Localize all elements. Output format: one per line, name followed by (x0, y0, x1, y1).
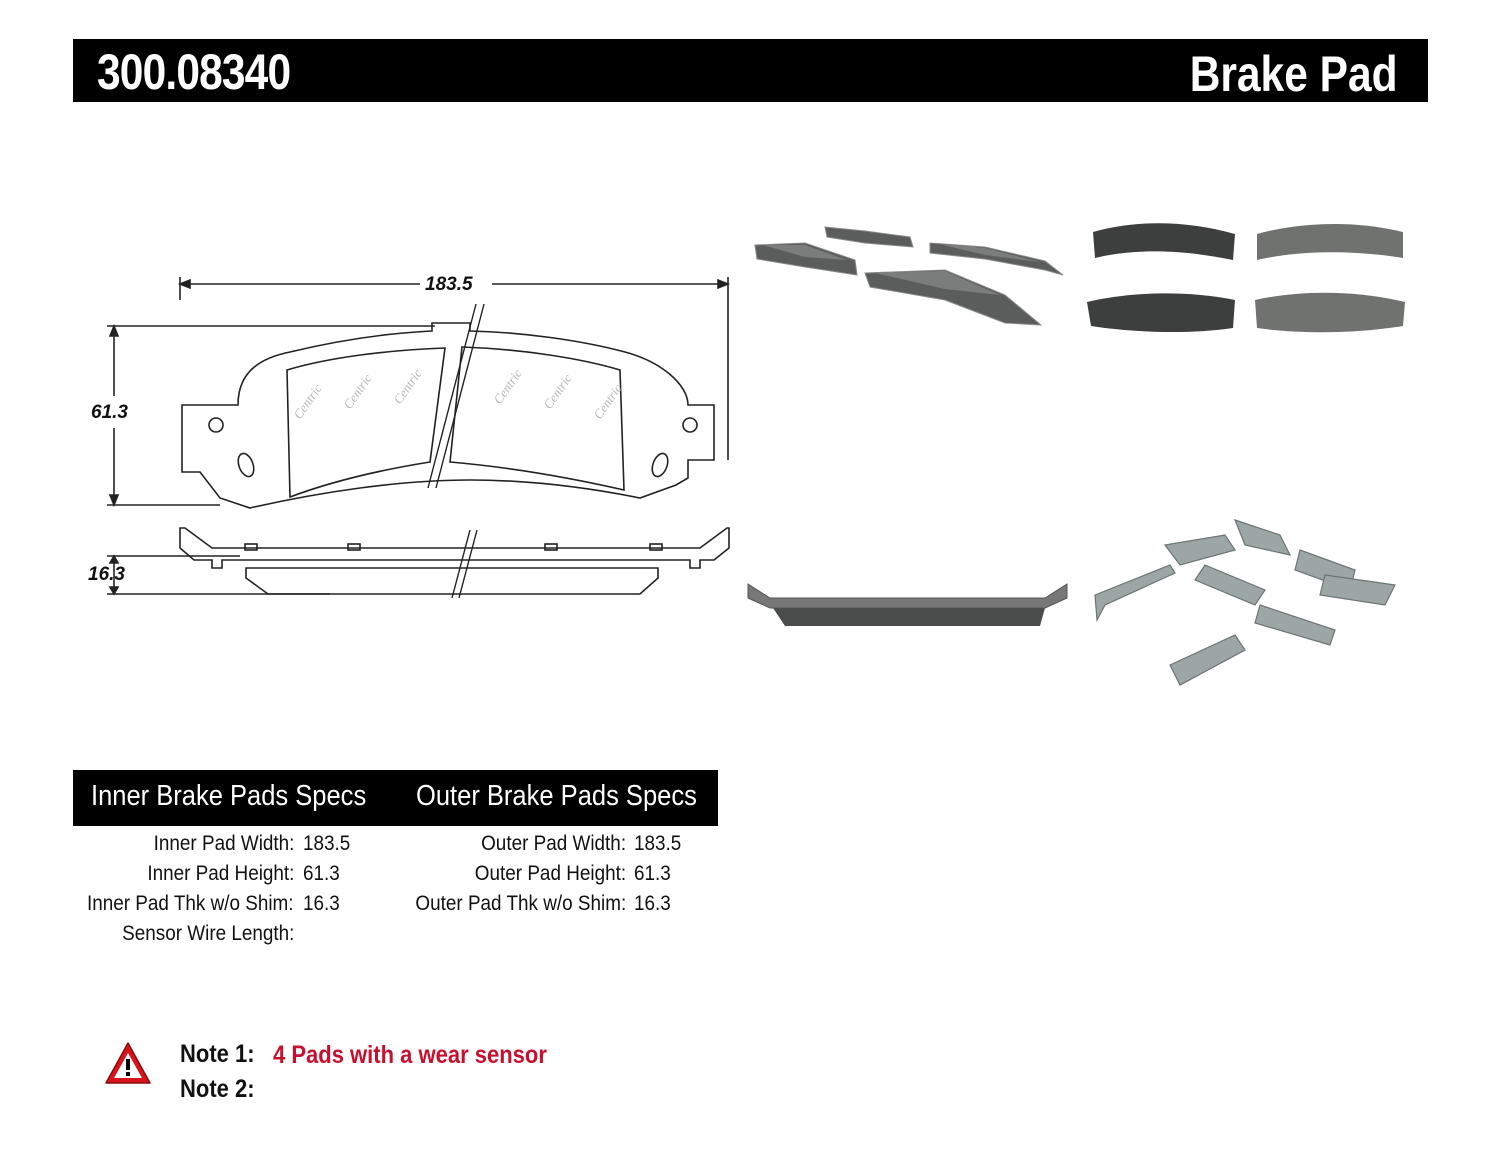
watermark-text: Centric (590, 381, 625, 422)
spec-label: Inner Pad Width: (153, 832, 294, 855)
note-1-text: 4 Pads with a wear sensor (273, 1041, 547, 1069)
spec-label: Inner Pad Thk w/o Shim: (87, 892, 294, 915)
spec-value: 61.3 (634, 862, 671, 885)
pads-angled-photo (754, 226, 1064, 326)
inner-spec-row: Inner Pad Width: (0, 832, 294, 858)
part-number: 300.08340 (97, 44, 291, 100)
spec-label: Sensor Wire Length: (121, 922, 294, 945)
spec-label: Inner Pad Height: (146, 862, 294, 885)
thickness-dimension-label: 16.3 (88, 564, 125, 585)
spec-label: Outer Pad Height: (474, 862, 626, 885)
specs-header: Inner Brake Pads Specs Outer Brake Pads … (73, 770, 718, 826)
inner-specs-heading: Inner Brake Pads Specs (91, 780, 367, 812)
watermark-text: Centric (340, 371, 375, 412)
header-bar: 300.08340 Brake Pad (73, 39, 1428, 102)
spec-label: Outer Pad Width: (481, 832, 626, 855)
inner-spec-row: Sensor Wire Length: (0, 922, 294, 948)
outer-spec-row: Outer Pad Thk w/o Shim: (330, 892, 626, 918)
spec-value: 183.5 (634, 832, 682, 855)
inner-spec-row: Inner Pad Height: (0, 862, 294, 888)
inner-spec-row: Inner Pad Thk w/o Shim: (0, 892, 294, 918)
outer-specs-heading: Outer Brake Pads Specs (416, 780, 697, 812)
spec-value: 16.3 (303, 892, 340, 915)
warning-triangle-icon (105, 1042, 151, 1084)
document-title: Brake Pad (1190, 46, 1398, 102)
pad-technical-drawing: Centric Centric Centric Centric Centric … (88, 274, 731, 599)
hardware-clips-photo (1094, 519, 1396, 686)
spec-value: 183.5 (303, 832, 351, 855)
watermark-text: Centric (540, 371, 575, 412)
watermark-text: Centric (490, 366, 525, 407)
pad-side-photo (747, 583, 1068, 626)
watermark-text: Centric (290, 381, 325, 422)
spec-label: Outer Pad Thk w/o Shim: (415, 892, 626, 915)
outer-spec-row: Outer Pad Height: (330, 862, 626, 888)
height-dimension-label: 61.3 (91, 402, 128, 423)
spec-value: 61.3 (303, 862, 340, 885)
note-2-label: Note 2: (180, 1075, 255, 1103)
outer-spec-row: Outer Pad Width: (330, 832, 626, 858)
note-1-label: Note 1: (180, 1040, 255, 1068)
width-dimension-label: 183.5 (425, 274, 473, 295)
watermark-text: Centric (390, 366, 425, 407)
pads-flat-photo (1087, 223, 1405, 333)
spec-value: 16.3 (634, 892, 671, 915)
